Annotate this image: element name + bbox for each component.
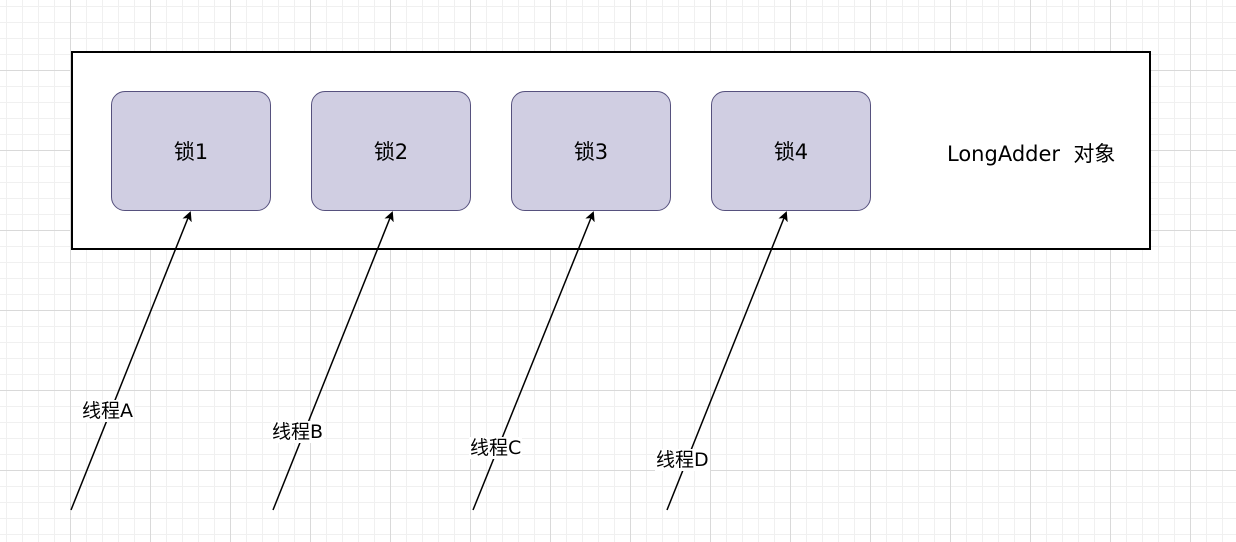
lock-box-3: 锁3 [511, 91, 671, 211]
thread-arrow-a [70, 211, 192, 511]
lock-label-3: 锁3 [573, 140, 609, 164]
thread-label-a: 线程A [81, 400, 134, 422]
thread-arrow-c [472, 211, 595, 511]
lock-box-4: 锁4 [711, 91, 871, 211]
object-label: LongAdder 对象 [947, 142, 1116, 166]
thread-label-d: 线程D [655, 449, 710, 471]
lock-box-2: 锁2 [311, 91, 471, 211]
lock-label-2: 锁2 [373, 140, 409, 164]
thread-arrow-b [272, 211, 394, 511]
lock-label-4: 锁4 [773, 140, 809, 164]
thread-label-c: 线程C [469, 437, 523, 459]
lock-label-1: 锁1 [173, 140, 209, 164]
thread-label-b: 线程B [271, 421, 325, 443]
lock-box-1: 锁1 [111, 91, 271, 211]
